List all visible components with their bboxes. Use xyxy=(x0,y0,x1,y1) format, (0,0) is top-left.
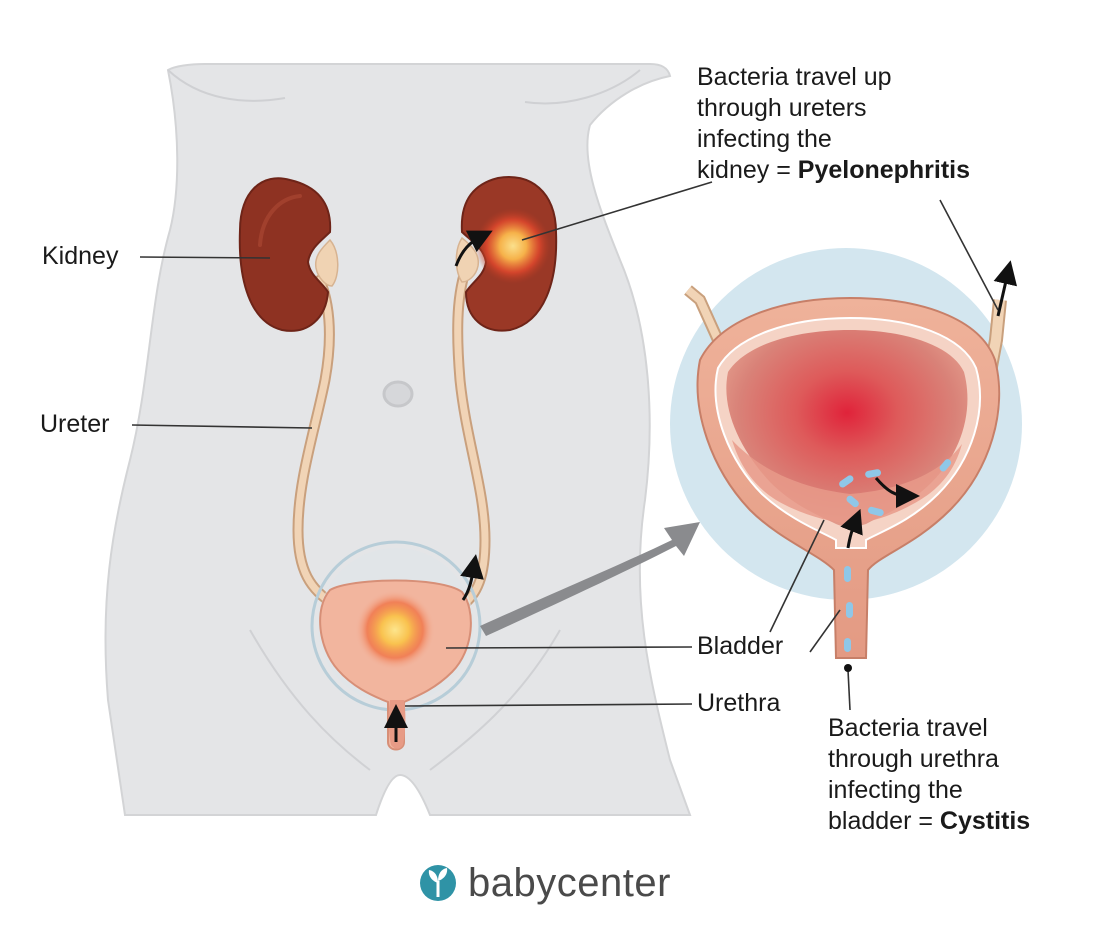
brand-name: babycenter xyxy=(468,861,671,906)
bacterium xyxy=(844,566,851,582)
kidney-infection-glow xyxy=(475,208,551,284)
bladder-infection-glow xyxy=(355,590,435,670)
cystitis-leader xyxy=(848,670,850,710)
bacterium xyxy=(846,602,853,618)
cystitis-note-prefix: bladder = xyxy=(828,807,940,835)
kidney-left xyxy=(240,178,338,331)
cystitis-note-line: Bacteria travel xyxy=(828,713,1030,744)
kidney-right-infected xyxy=(456,177,556,331)
pyelonephritis-note-line: through ureters xyxy=(697,93,970,124)
pyelonephritis-term: Pyelonephritis xyxy=(798,156,970,184)
navel xyxy=(384,382,412,406)
ureter-label: Ureter xyxy=(40,409,109,440)
bacterium xyxy=(844,638,851,652)
leaf-drop-icon xyxy=(418,861,458,905)
brand-logo: babycenter xyxy=(418,858,671,908)
bladder-leader xyxy=(446,647,692,648)
cystitis-leader-dot xyxy=(844,664,852,672)
urethra-label: Urethra xyxy=(697,688,780,719)
cystitis-term: Cystitis xyxy=(940,807,1030,835)
pyelonephritis-note: Bacteria travel up through ureters infec… xyxy=(697,62,970,186)
pyelonephritis-note-line: infecting the xyxy=(697,124,970,155)
kidney-label: Kidney xyxy=(42,241,118,272)
cystitis-note-line: through urethra xyxy=(828,744,1030,775)
bladder-label: Bladder xyxy=(697,631,783,662)
cystitis-note-line: infecting the xyxy=(828,775,1030,806)
bladder-cross-section xyxy=(670,248,1022,658)
pyelonephritis-note-line: Bacteria travel up xyxy=(697,62,970,93)
pyelonephritis-note-prefix: kidney = xyxy=(697,156,798,184)
kidney-leader xyxy=(140,257,270,258)
cystitis-note: Bacteria travel through urethra infectin… xyxy=(828,713,1030,837)
